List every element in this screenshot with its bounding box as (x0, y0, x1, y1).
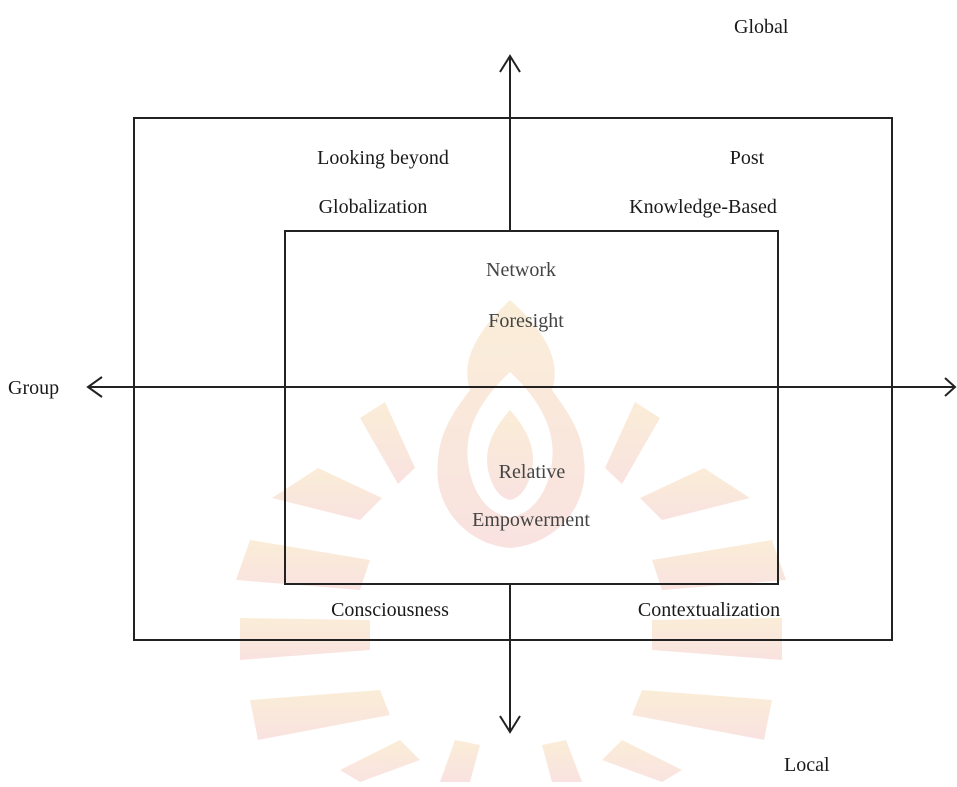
quadrant-top-left-line-1: Looking beyond (317, 147, 449, 169)
inner-top-line-1: Network (486, 259, 556, 281)
quadrant-top-right-line-1: Post (730, 147, 765, 169)
axis-label-left: Group (8, 377, 59, 399)
quadrant-bottom-right-label: Contextualization (638, 599, 780, 621)
inner-bottom-line-1: Relative (499, 461, 566, 483)
quadrant-bottom-left-label: Consciousness (331, 599, 449, 621)
watermark-emblem (236, 300, 786, 782)
quadrant-top-right-line-2: Knowledge-Based (629, 196, 777, 218)
axis-label-bottom: Local (784, 754, 830, 776)
axis-label-top: Global (734, 16, 789, 38)
vertical-axis-top (499, 54, 521, 231)
inner-top-line-2: Foresight (488, 310, 564, 332)
vertical-axis-bottom (499, 584, 521, 734)
inner-frame (284, 230, 779, 585)
horizontal-axis (86, 376, 957, 398)
quadrant-top-left-line-2: Globalization (319, 196, 428, 218)
outer-frame (133, 117, 893, 641)
inner-bottom-line-2: Empowerment (472, 509, 590, 531)
